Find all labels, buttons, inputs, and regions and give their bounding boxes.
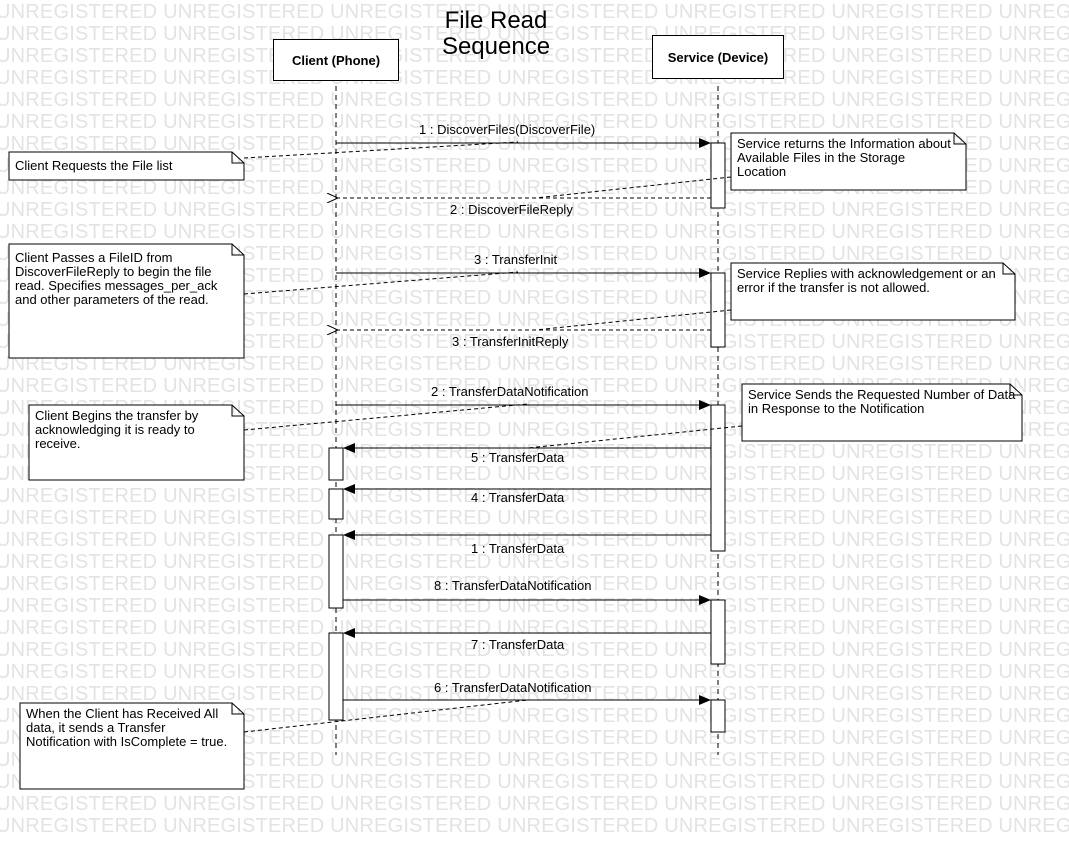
message-label: 1 : TransferData [471, 541, 565, 556]
title-line-2: Sequence [441, 33, 551, 60]
note-shape-2 [730, 132, 967, 191]
note-connector-6 [527, 425, 743, 449]
note-connector-4 [534, 309, 732, 331]
message-label: 3 : TransferInitReply [452, 334, 569, 349]
service-activation-5 [710, 699, 726, 733]
client-lifeline-label: Client (Phone) [291, 52, 381, 68]
message-label: 1 : DiscoverFiles(DiscoverFile) [419, 122, 596, 137]
client-activation-4 [328, 632, 344, 721]
diagram-title: File Read Sequence [436, 8, 556, 60]
service-lifeline-header[interactable]: Service (Device) [652, 35, 784, 79]
service-activation-4 [710, 599, 726, 665]
client-activation-2 [328, 488, 344, 520]
client-activation-3 [328, 534, 344, 609]
service-lifeline-label: Service (Device) [667, 49, 769, 65]
note-connector-1 [243, 141, 519, 159]
service-activation-2 [710, 272, 726, 348]
note-connector-3 [243, 271, 519, 295]
note-service-returns-info: Service returns the Information about Av… [737, 136, 951, 179]
note-shape-5 [28, 404, 245, 481]
note-service-sends-data: Service Sends the Requested Number of Da… [748, 387, 1016, 416]
client-activation-1 [328, 447, 344, 481]
note-connector-2 [534, 176, 732, 199]
message-label: 7 : TransferData [471, 637, 565, 652]
message-label: 8 : TransferDataNotification [434, 578, 592, 593]
note-client-complete: When the Client has Received All data, i… [26, 706, 228, 749]
message-label: 4 : TransferData [471, 490, 565, 505]
message-label: 5 : TransferData [471, 450, 565, 465]
client-lifeline-header[interactable]: Client (Phone) [273, 39, 399, 81]
title-line-1: File Read [444, 7, 548, 34]
note-shape-6 [741, 383, 1023, 442]
message-label: 2 : DiscoverFileReply [450, 202, 573, 217]
note-client-requests: Client Requests the File list [15, 158, 173, 173]
note-shape-1 [8, 151, 245, 181]
message-label: 6 : TransferDataNotification [434, 680, 592, 695]
note-connector-5 [243, 403, 529, 431]
note-client-passes-fileid: Client Passes a FileID from DiscoverFile… [15, 250, 218, 307]
note-client-begins-transfer: Client Begins the transfer by acknowledg… [35, 408, 199, 451]
note-connector-7 [243, 699, 529, 733]
note-service-replies-ack: Service Replies with acknowledgement or … [737, 266, 996, 295]
message-label: 3 : TransferInit [474, 252, 558, 267]
note-shape-3 [8, 243, 245, 359]
service-activation-1 [710, 142, 726, 209]
note-shape-7 [19, 702, 245, 790]
service-activation-3 [710, 404, 726, 552]
message-label: 2 : TransferDataNotification [431, 384, 589, 399]
